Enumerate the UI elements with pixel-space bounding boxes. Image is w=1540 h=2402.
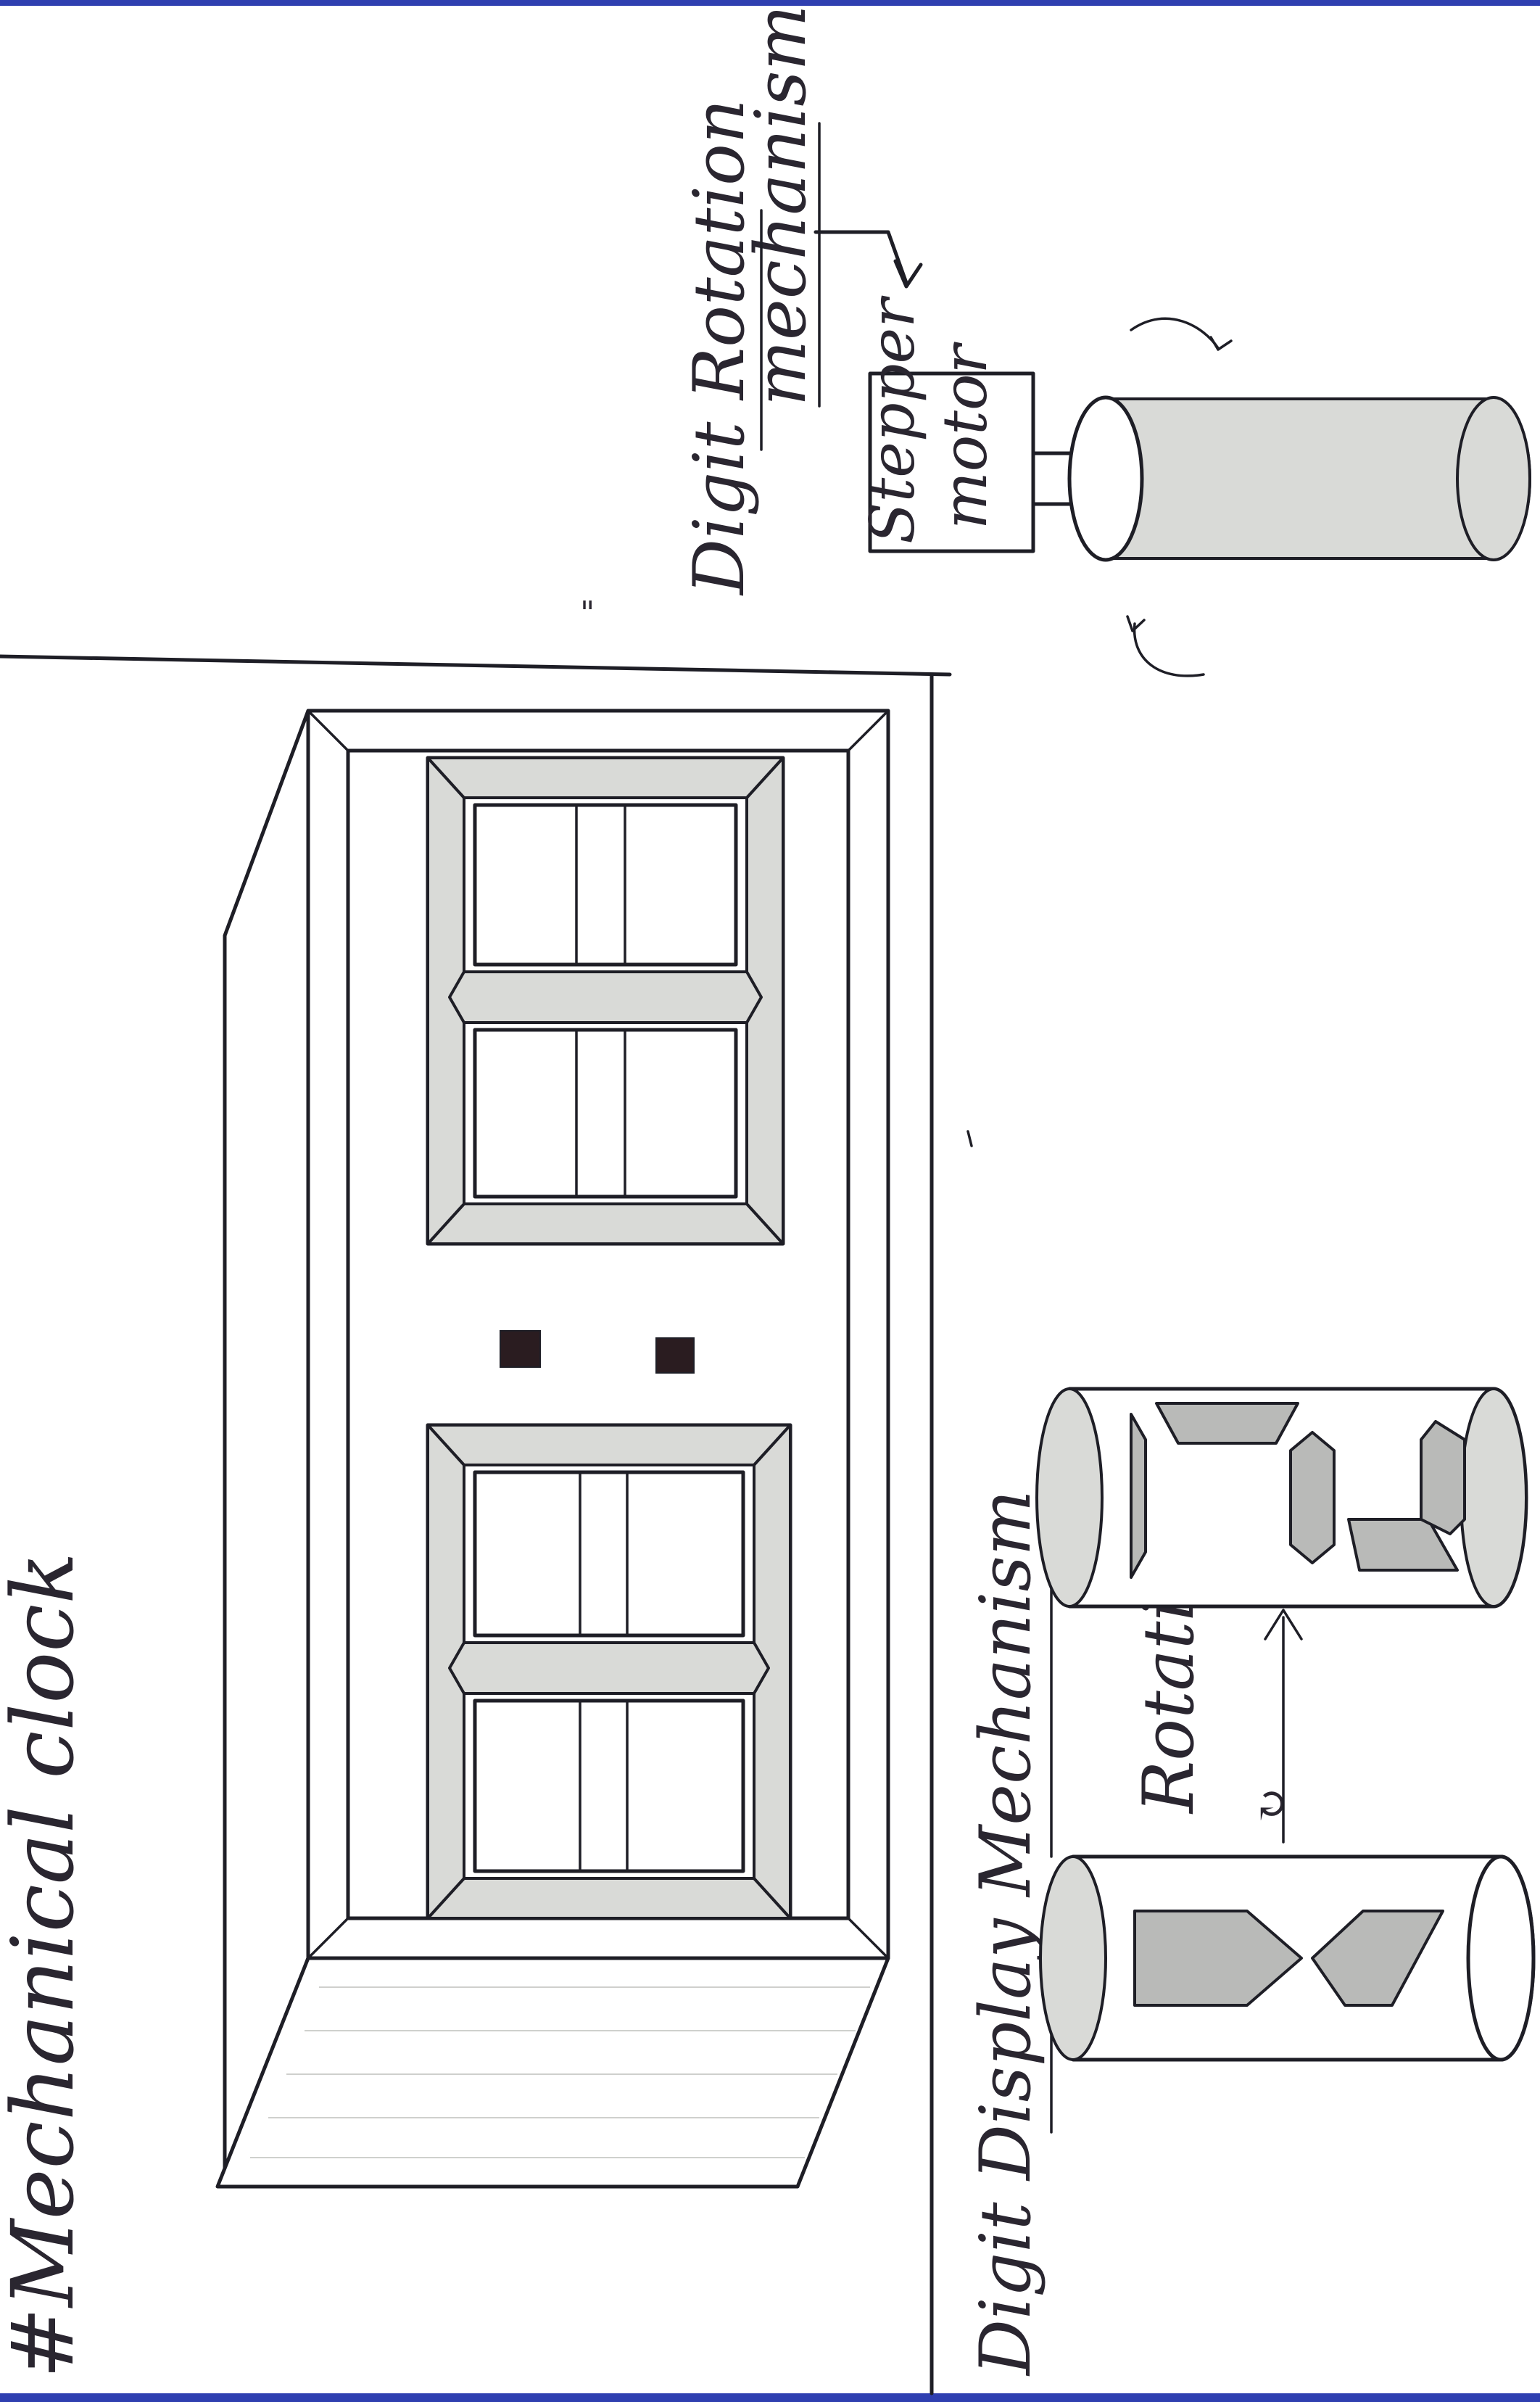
digit-rotation-label-2: mechanism [740,5,821,407]
stepper-label-1: Stepper [857,295,928,544]
stepper-label-2: motor [930,341,1001,529]
colon-dot-left [500,1331,540,1367]
digit-module-bottom [428,1425,790,1918]
drum-rotation-arrow-bottom [1135,624,1204,676]
page-bottom-edge [0,2393,1540,2402]
window-bottom-b [475,1701,743,1871]
window-top-a [475,805,736,965]
window-bottom-a [475,1472,743,1635]
clock-top-face [225,711,308,2183]
rotation-symbol: ↻ [1247,1788,1298,1824]
digit-display-label: Digit Display Mechanism [965,1490,1046,2377]
display-drum-left [1040,1857,1533,2060]
digit-module-top [428,758,783,1244]
clock-side-face [218,1958,888,2187]
colon-dot-right [656,1338,694,1373]
rotation-drum [1069,397,1530,560]
divider-top [0,656,950,674]
stray-mark [968,1131,972,1146]
rotation-arrow-top [816,232,906,283]
window-top-b [475,1030,736,1197]
drum-rotation-arrow-top [1131,318,1218,348]
tick-mark: " [580,595,595,632]
title-text: #Mechanical clock [0,1552,93,2379]
display-drum-right [1037,1389,1526,1606]
